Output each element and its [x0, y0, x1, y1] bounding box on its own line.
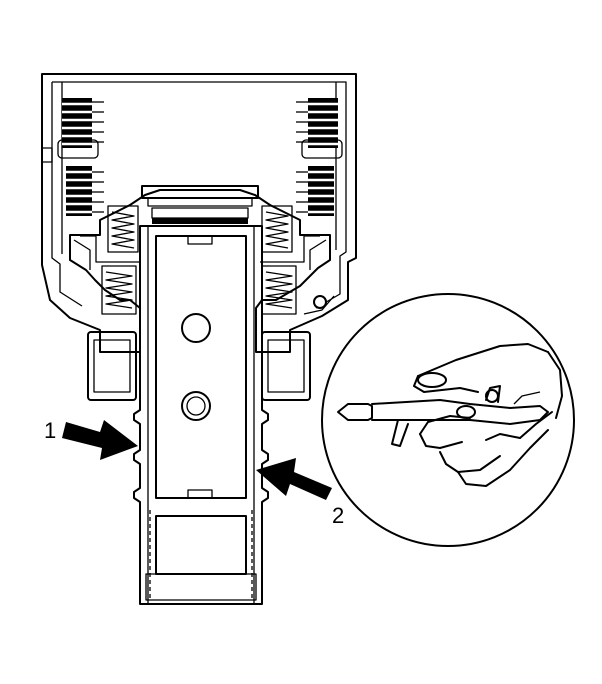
valve-body-bore [133, 225, 269, 605]
left-side-block [87, 331, 137, 401]
hand-illustration [413, 343, 563, 487]
left-lower-spring [101, 265, 137, 315]
left-solenoid-coil [41, 98, 104, 216]
right-solenoid-coil [296, 98, 343, 216]
callout-label-2: 2 [332, 503, 345, 528]
spool-valve [155, 235, 247, 499]
arrow-right-down-icon [62, 420, 138, 460]
right-lower-spring [261, 265, 297, 315]
spool-lower-end [145, 515, 257, 601]
right-side-block [261, 331, 311, 401]
inner-channel-walls [73, 235, 335, 315]
inset-detail-circle [321, 293, 575, 547]
left-upper-spring [107, 205, 139, 253]
callout-label-1: 1 [44, 418, 57, 443]
top-seal-cap [141, 185, 259, 224]
arrow-left-up-icon [256, 458, 332, 500]
